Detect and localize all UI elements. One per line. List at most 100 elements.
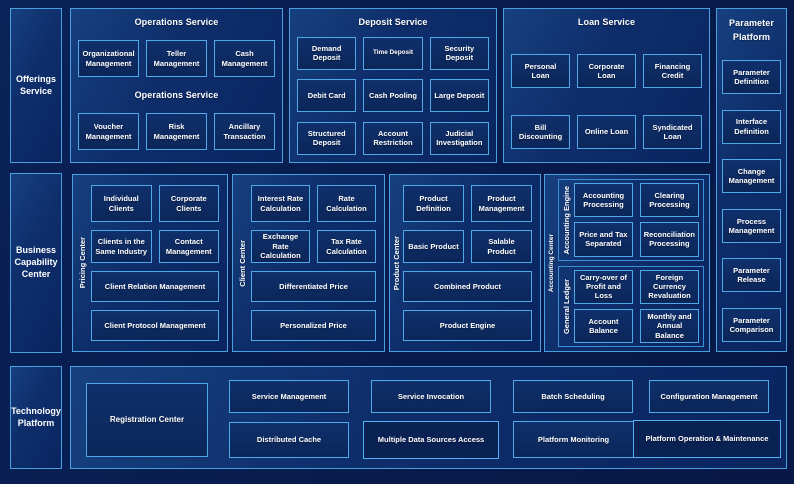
pricing-center-label: Pricing Center: [77, 237, 87, 289]
node-corporate-clients: Corporate Clients: [158, 185, 219, 222]
deposit-row-2: Debit Card Cash Pooling Large Deposit: [297, 79, 489, 113]
general-ledger-label: General Ledger: [562, 278, 571, 334]
operations-row-2: Voucher Management Risk Management Ancil…: [78, 113, 275, 150]
node-bill-discounting: Bill Discounting: [511, 115, 570, 149]
node-personal-loan: Personal Loan: [511, 54, 570, 88]
node-parameter-comparison: Parameter Comparison: [722, 307, 781, 342]
product-row-4: Product Engine: [403, 310, 532, 341]
node-corporate-loan: Corporate Loan: [577, 54, 636, 88]
accounting-engine-row-1: Accounting Processing Clearing Processin…: [574, 183, 699, 218]
pricing-center-content: Individual Clients Corporate Clients Cli…: [91, 185, 219, 341]
node-distributed-cache: Distributed Cache: [229, 422, 349, 458]
deposit-row-1: Demand Deposit Time Deposit Security Dep…: [297, 36, 489, 70]
general-ledger-boxes: Carry-over of Profit and Loss Foreign Cu…: [574, 269, 699, 343]
node-voucher-management: Voucher Management: [78, 113, 139, 150]
node-individual-clients: Individual Clients: [91, 185, 152, 222]
node-teller-management: Teller Management: [146, 40, 207, 77]
node-syndicated-loan: Syndicated Loan: [643, 115, 702, 149]
node-account-balance: Account Balance: [574, 308, 633, 343]
pricing-row-4: Client Protocol Management: [91, 310, 219, 341]
node-foreign-currency-revaluation: Foreign Currency Revaluation: [640, 269, 699, 304]
section-parameter-platform: Parameter Platform Parameter Definition …: [716, 8, 787, 352]
node-cash-management: Cash Management: [214, 40, 275, 77]
node-large-deposit: Large Deposit: [429, 79, 489, 113]
node-batch-scheduling: Batch Scheduling: [513, 380, 633, 413]
node-salable-product: Salable Product: [471, 230, 532, 263]
node-platform-operation-maintenance: Platform Operation & Maintenance: [633, 420, 781, 458]
section-deposit-service: Deposit Service Demand Deposit Time Depo…: [289, 8, 497, 163]
offerings-service-label: Offerings Service: [15, 73, 56, 96]
pricing-row-3: Client Relation Management: [91, 271, 219, 302]
loan-row-1: Personal Loan Corporate Loan Financing C…: [511, 54, 702, 88]
node-configuration-management: Configuration Management: [649, 380, 769, 413]
client-row-3: Differentiated Price: [251, 271, 376, 302]
node-time-deposit: Time Deposit: [363, 36, 423, 70]
sidebar-offerings-service: Offerings Service: [10, 8, 62, 163]
node-client-relation-management: Client Relation Management: [91, 271, 219, 302]
node-cash-pooling: Cash Pooling: [363, 79, 423, 113]
section-accounting-center: Accounting Center Accounting Engine Acco…: [544, 174, 710, 352]
node-interest-rate-calculation: Interest Rate Calculation: [251, 185, 310, 222]
operations-service-title: Operations Service: [134, 17, 219, 27]
node-online-loan: Online Loan: [577, 115, 636, 149]
client-row-1: Interest Rate Calculation Rate Calculati…: [251, 185, 376, 222]
accounting-engine-row-2: Price and Tax Separated Reconciliation P…: [574, 222, 699, 257]
node-interface-definition: Interface Definition: [722, 109, 781, 144]
accounting-engine-boxes: Accounting Processing Clearing Processin…: [574, 183, 699, 257]
node-tax-rate-calculation: Tax Rate Calculation: [317, 230, 376, 263]
loan-service-title: Loan Service: [577, 17, 636, 27]
node-demand-deposit: Demand Deposit: [297, 36, 357, 70]
node-clearing-processing: Clearing Processing: [640, 183, 699, 218]
node-contact-management: Contact Management: [158, 230, 219, 263]
section-pricing-center: Pricing Center Individual Clients Corpor…: [72, 174, 228, 352]
client-center-content: Interest Rate Calculation Rate Calculati…: [251, 185, 376, 341]
node-debit-card: Debit Card: [297, 79, 357, 113]
general-ledger-row-1: Carry-over of Profit and Loss Foreign Cu…: [574, 269, 699, 304]
accounting-engine-label: Accounting Engine: [562, 185, 571, 254]
sidebar-business-capability-center: Business Capability Center: [10, 173, 62, 353]
node-rate-calculation: Rate Calculation: [317, 185, 376, 222]
business-capability-center-label: Business Capability Center: [14, 245, 58, 279]
product-row-3: Combined Product: [403, 271, 532, 302]
node-carry-over-profit-loss: Carry-over of Profit and Loss: [574, 269, 633, 304]
subsection-general-ledger: General Ledger Carry-over of Profit and …: [558, 265, 704, 347]
node-combined-product: Combined Product: [403, 271, 532, 302]
node-personalized-price: Personalized Price: [251, 310, 376, 341]
node-registration-center: Registration Center: [86, 383, 208, 457]
section-loan-service: Loan Service Personal Loan Corporate Loa…: [503, 8, 710, 163]
product-center-label: Product Center: [392, 235, 401, 291]
deposit-row-3: Structured Deposit Account Restriction J…: [297, 121, 489, 155]
deposit-service-title: Deposit Service: [358, 17, 428, 27]
node-multiple-data-sources-access: Multiple Data Sources Access: [363, 421, 499, 459]
parameter-platform-title: Parameter Platform: [729, 18, 774, 43]
subsection-accounting-engine: Accounting Engine Accounting Processing …: [558, 179, 704, 261]
client-row-2: Exchange Rate Calculation Tax Rate Calcu…: [251, 230, 376, 263]
node-exchange-rate-calculation: Exchange Rate Calculation: [251, 230, 310, 263]
pricing-row-1: Individual Clients Corporate Clients: [91, 185, 219, 222]
node-structured-deposit: Structured Deposit: [297, 121, 357, 155]
node-judicial-investigation: Judicial Investigation: [429, 121, 489, 155]
node-service-management: Service Management: [229, 380, 349, 413]
node-accounting-processing: Accounting Processing: [574, 183, 633, 218]
node-parameter-release: Parameter Release: [722, 258, 781, 293]
node-differentiated-price: Differentiated Price: [251, 271, 376, 302]
node-change-management: Change Management: [722, 159, 781, 194]
node-security-deposit: Security Deposit: [429, 36, 489, 70]
node-clients-same-industry: Clients in the Same Industry: [91, 230, 152, 263]
node-client-protocol-management: Client Protocol Management: [91, 310, 219, 341]
operations-service-mid-label: Operations Service: [134, 90, 219, 100]
section-operations-service: Operations Service Organizational Manage…: [70, 8, 283, 163]
node-organizational-management: Organizational Management: [78, 40, 139, 77]
node-ancillary-transaction: Ancillary Transaction: [214, 113, 275, 150]
node-parameter-definition: Parameter Definition: [722, 60, 781, 95]
product-row-2: Basic Product Salable Product: [403, 230, 532, 263]
node-product-management: Product Management: [471, 185, 532, 222]
general-ledger-row-2: Account Balance Monthly and Annual Balan…: [574, 308, 699, 343]
node-platform-monitoring: Platform Monitoring: [513, 421, 634, 458]
sidebar-technology-platform: Technology Platform: [10, 366, 62, 469]
client-center-label: Client Center: [237, 239, 247, 287]
node-basic-product: Basic Product: [403, 230, 464, 263]
node-process-management: Process Management: [722, 208, 781, 243]
accounting-center-label: Accounting Center: [548, 233, 555, 293]
node-product-engine: Product Engine: [403, 310, 532, 341]
